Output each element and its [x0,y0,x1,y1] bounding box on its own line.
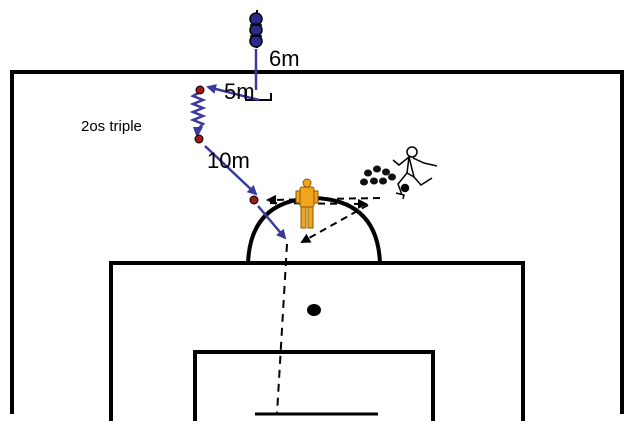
shot-line [276,243,288,415]
goal-area [193,350,435,421]
penalty-box [109,261,525,421]
run-arrow-3 [257,205,287,240]
marker-dot-mid [194,134,204,144]
label-10m: 10m [207,148,250,173]
zigzag-arrowhead [193,127,203,138]
pass-line-through [300,204,369,243]
penalty-arc [246,195,382,265]
mannequin-icon [295,178,319,229]
run-arrow-1 [206,84,260,102]
marker-dot-top [195,85,205,95]
ball-pile-icon [360,165,396,186]
penalty-spot [307,304,321,316]
soccer-player-icon [392,146,438,200]
label-drill-name: 2os triple [81,118,142,135]
marker-dot-low [249,195,259,205]
label-5m: 5m [224,79,255,104]
label-6m: 6m [269,46,300,71]
cone-stack-icon [249,10,263,48]
run-arrow-2 [204,145,258,196]
zigzag-run [189,90,207,131]
pitch-boundary [10,70,624,414]
pass-line-left [266,194,381,205]
